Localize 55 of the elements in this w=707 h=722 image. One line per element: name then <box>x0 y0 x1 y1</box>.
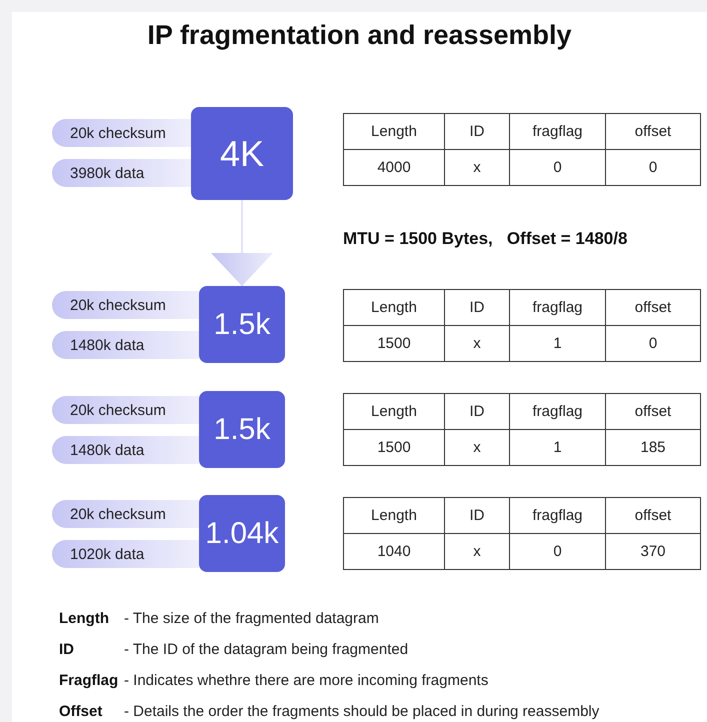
term: Length <box>59 610 109 627</box>
table-cell: x <box>445 534 510 570</box>
header-cell: Length <box>344 114 445 150</box>
header-cell: fragflag <box>510 114 606 150</box>
field-pill: 20k checksum <box>52 500 199 528</box>
header-cell: Length <box>344 498 445 534</box>
field-pill: 1020k data <box>52 540 199 568</box>
header-cell: ID <box>445 498 510 534</box>
definition: - The size of the fragmented datagram <box>124 610 379 627</box>
term: Fragflag <box>59 672 118 689</box>
field-pill: 20k checksum <box>52 396 199 424</box>
term: ID <box>59 641 74 658</box>
title: IP fragmentation and reassembly <box>146 20 573 51</box>
header-cell: ID <box>445 290 510 326</box>
fragment-box: 1.5k <box>199 286 285 363</box>
fragment-box: 1.04k <box>199 495 285 572</box>
table-cell: 0 <box>510 150 606 186</box>
header-cell: offset <box>606 114 701 150</box>
table-cell: 1 <box>510 430 606 466</box>
table-cell: 1 <box>510 326 606 362</box>
field-pill: 3980k data <box>52 159 191 187</box>
note: MTU = 1500 Bytes, Offset = 1480/8 <box>343 229 628 249</box>
fragment-box: 4K <box>191 107 293 200</box>
term: Offset <box>59 703 102 720</box>
table-cell: x <box>445 430 510 466</box>
table-cell: 0 <box>606 326 701 362</box>
field-pill: 1480k data <box>52 331 199 359</box>
definition: - Details the order the fragments should be placed in during reassembly <box>124 703 600 720</box>
header-cell: Length <box>344 394 445 430</box>
table-cell: 4000 <box>344 150 445 186</box>
table-cell: 1500 <box>344 326 445 362</box>
table-cell: 370 <box>606 534 701 570</box>
header-cell: offset <box>606 290 701 326</box>
header-cell: fragflag <box>510 290 606 326</box>
fragment-box: 1.5k <box>199 391 285 468</box>
table-cell: 1040 <box>344 534 445 570</box>
field-pill: 1480k data <box>52 436 199 464</box>
definition: - The ID of the datagram being fragmented <box>124 641 408 658</box>
field-pill: 20k checksum <box>52 291 199 319</box>
table-cell: 1500 <box>344 430 445 466</box>
table-cell: 185 <box>606 430 701 466</box>
table-cell: 0 <box>510 534 606 570</box>
header-cell: offset <box>606 498 701 534</box>
definition: - Indicates whethre there are more incoming fragments <box>124 672 488 689</box>
header-cell: ID <box>445 394 510 430</box>
header-cell: offset <box>606 394 701 430</box>
down-arrow <box>211 200 273 286</box>
field-pill: 20k checksum <box>52 119 191 147</box>
header-cell: fragflag <box>510 394 606 430</box>
header-cell: fragflag <box>510 498 606 534</box>
table-cell: x <box>445 326 510 362</box>
table-cell: x <box>445 150 510 186</box>
header-cell: Length <box>344 290 445 326</box>
header-cell: ID <box>445 114 510 150</box>
table-cell: 0 <box>606 150 701 186</box>
